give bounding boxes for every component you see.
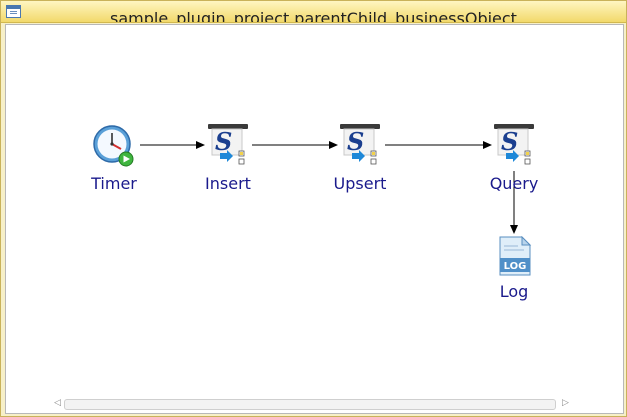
svg-text:S: S xyxy=(215,127,232,156)
horizontal-scrollbar[interactable]: ◁ ▷ xyxy=(54,397,574,410)
svg-text:S: S xyxy=(347,127,364,156)
node-timer[interactable]: Timer xyxy=(74,124,154,193)
log-file-icon: LOG xyxy=(494,235,534,276)
salesforce-connector-icon: S xyxy=(492,124,536,168)
node-upsert[interactable]: S Upsert xyxy=(320,124,400,193)
diagram-editor-icon xyxy=(6,5,21,18)
scrollbar-track[interactable] xyxy=(64,399,556,410)
editor-title: sample_plugin_project.parentChild_busine… xyxy=(110,9,517,23)
log-icon-text: LOG xyxy=(504,261,527,272)
scroll-right-arrow-icon[interactable]: ▷ xyxy=(562,398,569,408)
node-insert[interactable]: S Insert xyxy=(188,124,268,193)
salesforce-connector-icon: S xyxy=(338,124,382,168)
node-label: Insert xyxy=(205,174,251,193)
node-label: Timer xyxy=(91,174,137,193)
svg-text:S: S xyxy=(501,127,518,156)
node-label: Log xyxy=(499,282,529,301)
node-log[interactable]: LOG Log xyxy=(474,235,554,301)
salesforce-connector-icon: S xyxy=(206,124,250,168)
flow-canvas[interactable]: Timer S Insert xyxy=(5,24,624,414)
node-label: Query xyxy=(489,174,539,193)
editor-tab[interactable]: sample_plugin_project.parentChild_busine… xyxy=(1,1,626,23)
scroll-left-arrow-icon[interactable]: ◁ xyxy=(54,398,61,408)
timer-clock-icon xyxy=(92,124,136,168)
node-query[interactable]: S Query xyxy=(474,124,554,193)
node-label: Upsert xyxy=(333,174,387,193)
flow-connections xyxy=(140,141,518,234)
